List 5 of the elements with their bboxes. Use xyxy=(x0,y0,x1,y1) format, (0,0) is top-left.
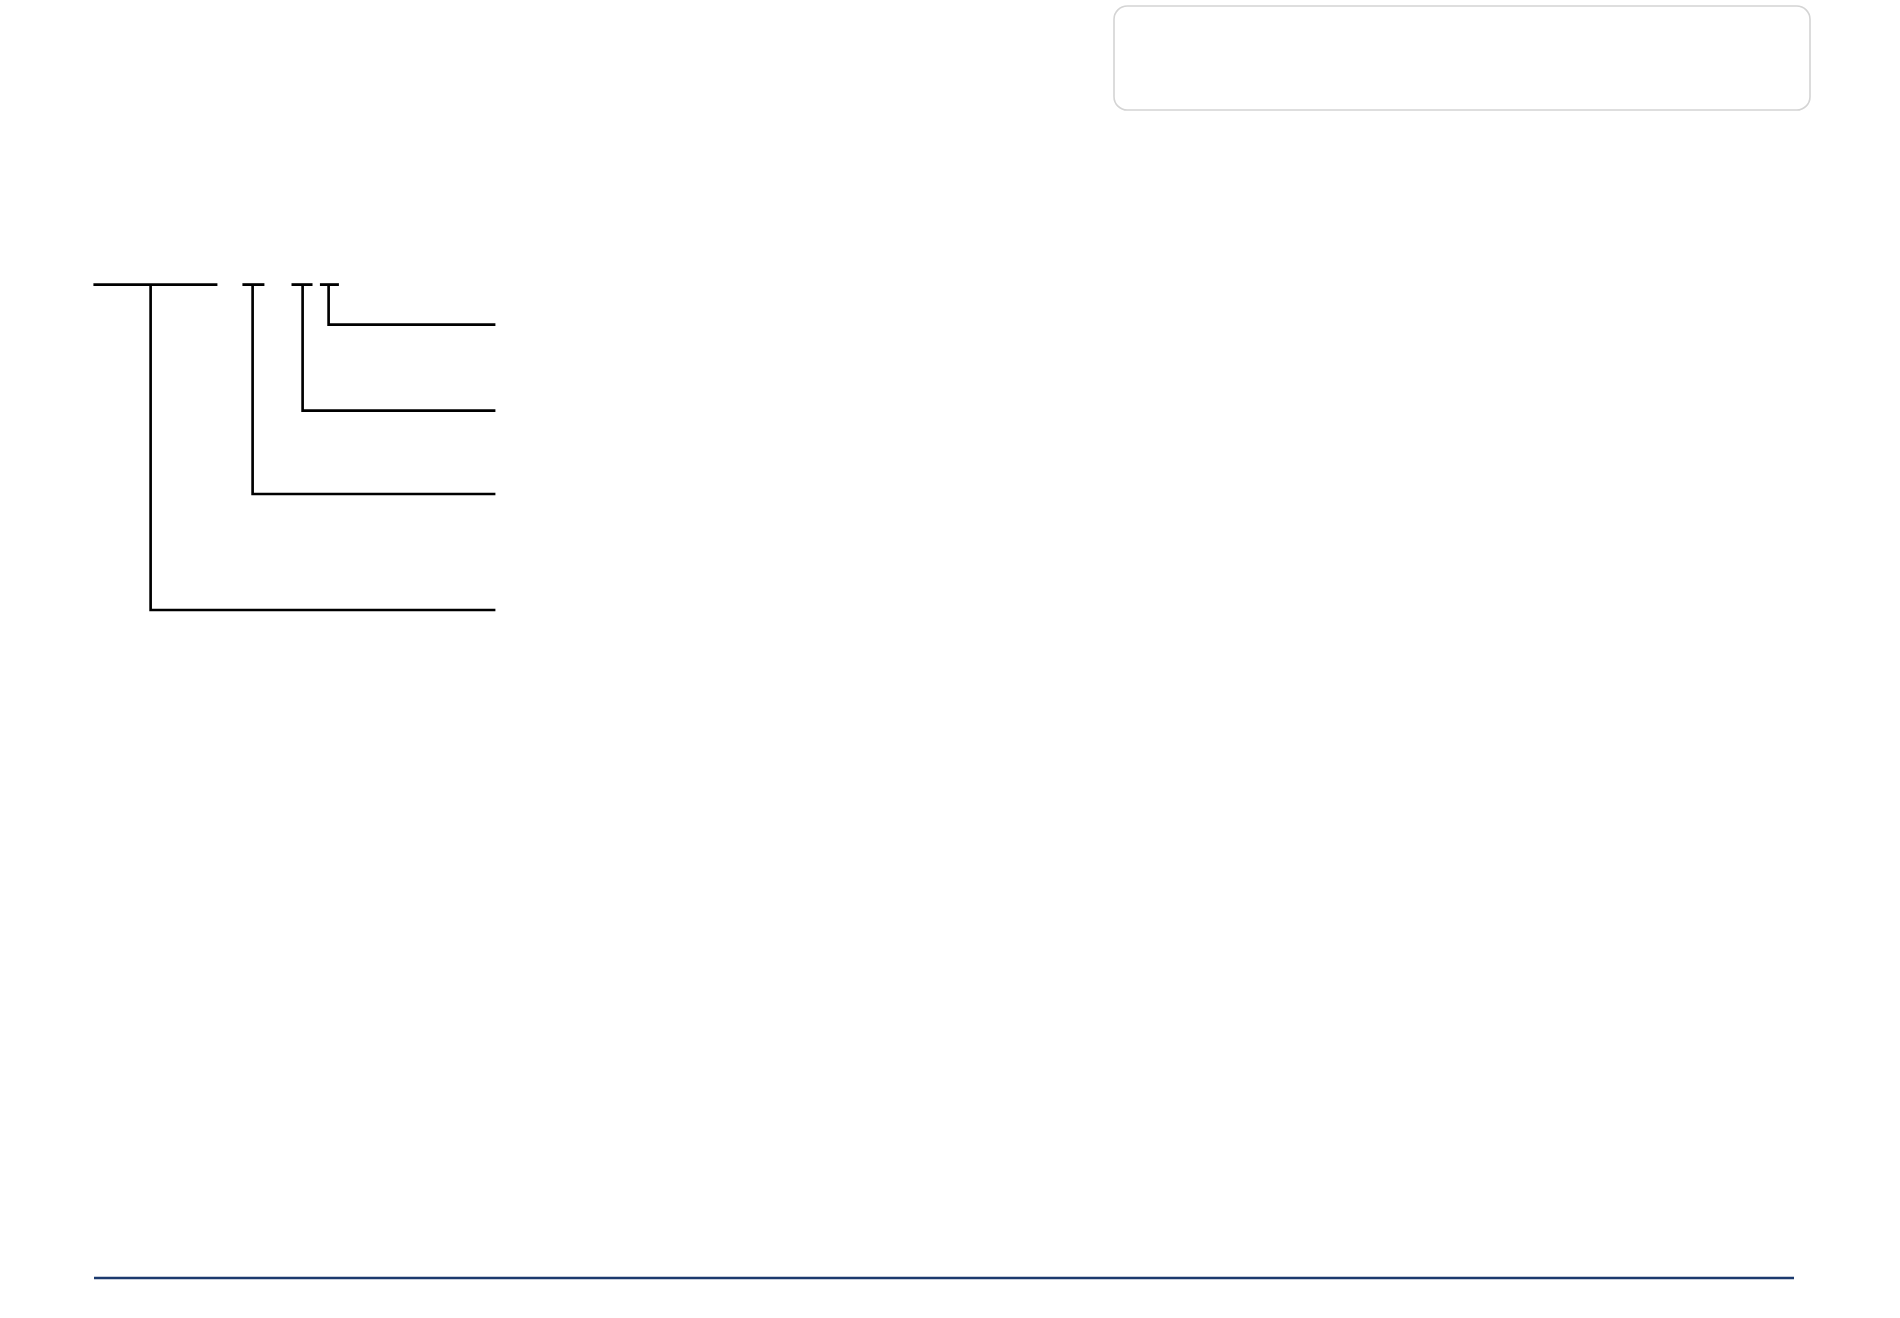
header-box xyxy=(1113,5,1811,111)
leader-line xyxy=(149,284,496,612)
leader-line xyxy=(327,284,496,326)
leader-line xyxy=(251,284,496,496)
leader-line xyxy=(301,284,496,412)
